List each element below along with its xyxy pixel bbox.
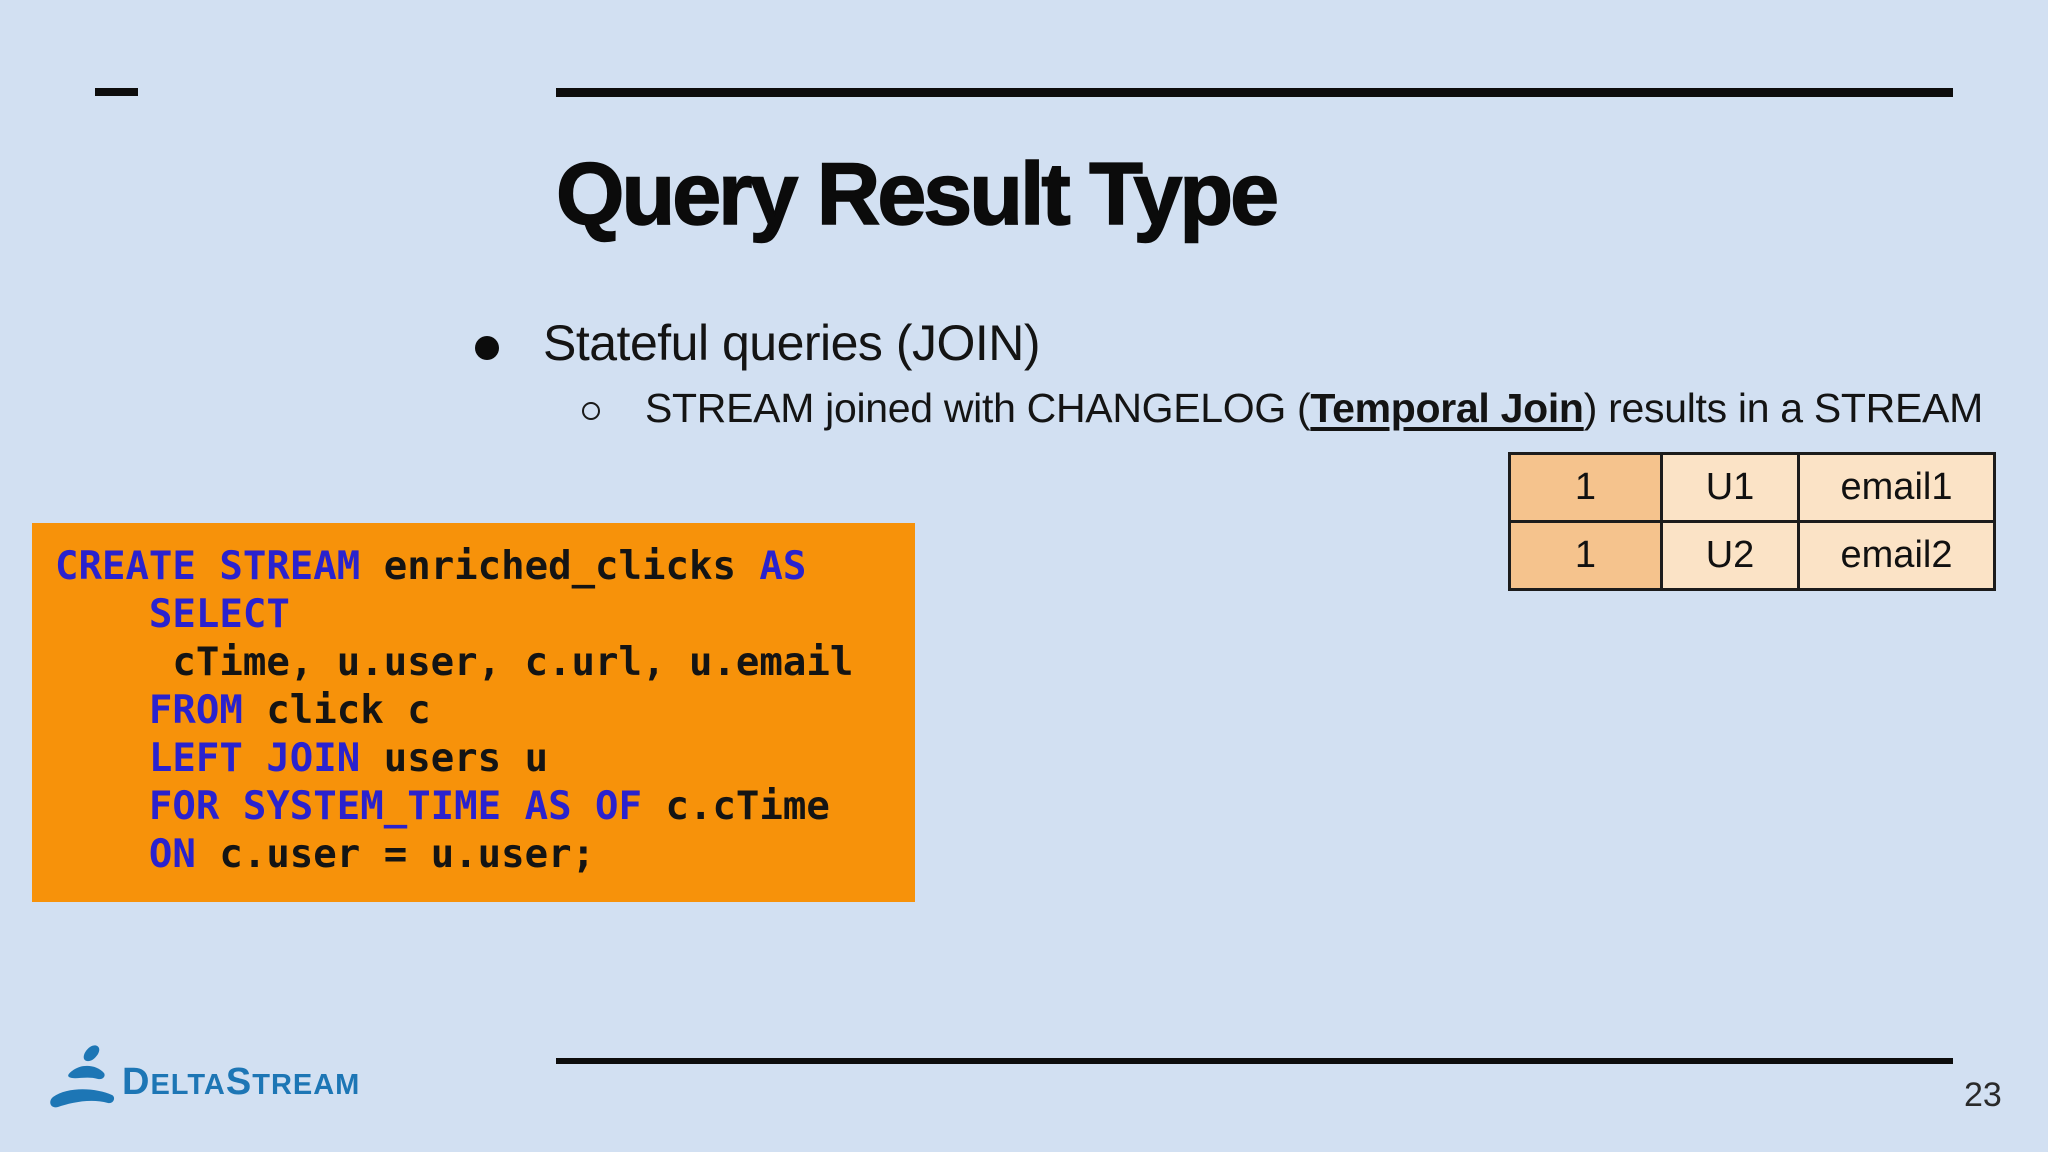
code-line: cTime, u.user, c.url, u.email (55, 639, 915, 687)
footer-rule-line (556, 1058, 1953, 1064)
sql-text: enriched_clicks (360, 544, 760, 589)
sql-text: cTime, u.user, c.url, u.email (55, 640, 854, 685)
bullet-level2-pre: STREAM joined with CHANGELOG ( (645, 385, 1311, 431)
code-line: CREATE STREAM enriched_clicks AS (55, 543, 915, 591)
sql-keyword: LEFT JOIN (148, 736, 361, 781)
sql-code-block: CREATE STREAM enriched_clicks AS SELECT … (32, 523, 915, 902)
code-line: FOR SYSTEM_TIME AS OF c.cTime (55, 783, 915, 831)
bullet-level2-post: ) results in a STREAM (1583, 385, 1984, 431)
sql-text: c.cTime (642, 784, 830, 829)
table-cell: 1 (1508, 452, 1663, 523)
sql-keyword: AS (759, 544, 807, 589)
page-number: 23 (1964, 1076, 2002, 1114)
code-line: FROM click c (55, 687, 915, 735)
title-rule-line (556, 88, 1953, 97)
sql-keyword: FROM (148, 688, 243, 733)
sql-text (55, 784, 149, 829)
sql-keyword: SELECT (148, 592, 290, 637)
bullet-level2: STREAM joined with CHANGELOG (Temporal J… (645, 388, 1983, 429)
table-cell: U2 (1660, 520, 1800, 591)
sql-text (55, 832, 149, 877)
bullet-dot-icon (475, 336, 499, 360)
logo-part-elta: ELTA (150, 1069, 226, 1101)
page-title: Query Result Type (555, 144, 1280, 243)
sql-keyword: CREATE STREAM (55, 544, 361, 589)
logo-part-d: D (122, 1061, 151, 1103)
bullet-circle-icon (582, 402, 600, 420)
logo-part-tream: TREAM (252, 1069, 361, 1101)
sql-keyword: FOR SYSTEM_TIME AS OF (148, 784, 643, 829)
code-line: SELECT (55, 591, 915, 639)
bullet-level1: Stateful queries (JOIN) (543, 315, 1041, 371)
table-cell: U1 (1660, 452, 1800, 523)
sql-text (55, 688, 149, 733)
sql-text: click c (242, 688, 431, 733)
sql-text: users u (360, 736, 549, 781)
deltastream-logo-icon (50, 1045, 115, 1108)
logo-part-s: S (225, 1061, 253, 1103)
table-cell: email2 (1797, 520, 1996, 591)
sql-text (55, 736, 149, 781)
code-line: LEFT JOIN users u (55, 735, 915, 783)
sql-text (55, 592, 149, 637)
sql-keyword: ON (148, 832, 196, 877)
sql-text: c.user = u.user; (195, 832, 596, 877)
code-line: ON c.user = u.user; (55, 831, 915, 879)
top-left-dash (95, 88, 138, 96)
bullet-level2-emphasis: Temporal Join (1310, 385, 1584, 431)
deltastream-logo-text: DELTASTREAM (122, 1063, 360, 1101)
table-cell: 1 (1508, 520, 1663, 591)
table-cell: email1 (1797, 452, 1996, 523)
